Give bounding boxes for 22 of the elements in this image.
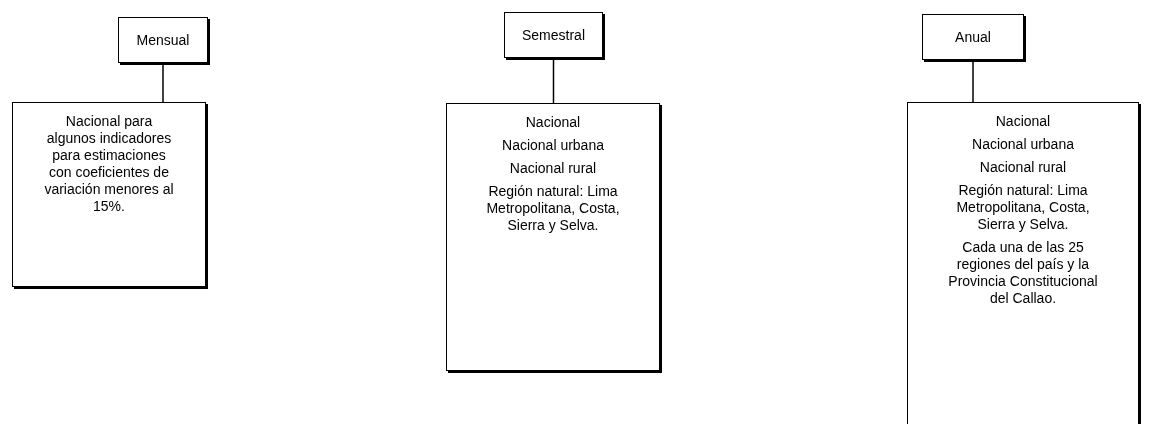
period-box [504, 12, 603, 58]
coverage-text: Región natural: Lima Metropolitana, Costa, Sierra y Selva. [485, 183, 621, 234]
coverage-box [446, 103, 660, 371]
coverage-text: Nacional [525, 114, 581, 131]
coverage-text: Nacional [995, 113, 1051, 130]
coverage-text: Nacional urbana [502, 137, 604, 154]
connector-line [162, 64, 164, 103]
period-box [118, 17, 208, 63]
coverage-text: Nacional urbana [972, 136, 1074, 153]
coverage-text: Región natural: Lima Metropolitana, Costa, Sierra y Selva. [955, 182, 1091, 233]
coverage-text: Nacional rural [979, 159, 1067, 176]
coverage-box [12, 102, 206, 287]
coverage-text: Nacional rural [509, 160, 597, 177]
coverage-text: Cada una de las 25 regiones del país y la Provincia Constitucional del Callao. [947, 239, 1099, 307]
coverage-box [907, 102, 1139, 424]
period-label: Anual [955, 28, 991, 46]
period-box [922, 14, 1024, 60]
connector-line [552, 59, 555, 104]
period-label: Semestral [522, 26, 585, 44]
connector-line [972, 61, 974, 103]
period-label: Mensual [136, 31, 190, 49]
coverage-text: Nacional para algunos indicadores para estimaciones con coeficientes de variación menores al 15%. [44, 113, 174, 215]
